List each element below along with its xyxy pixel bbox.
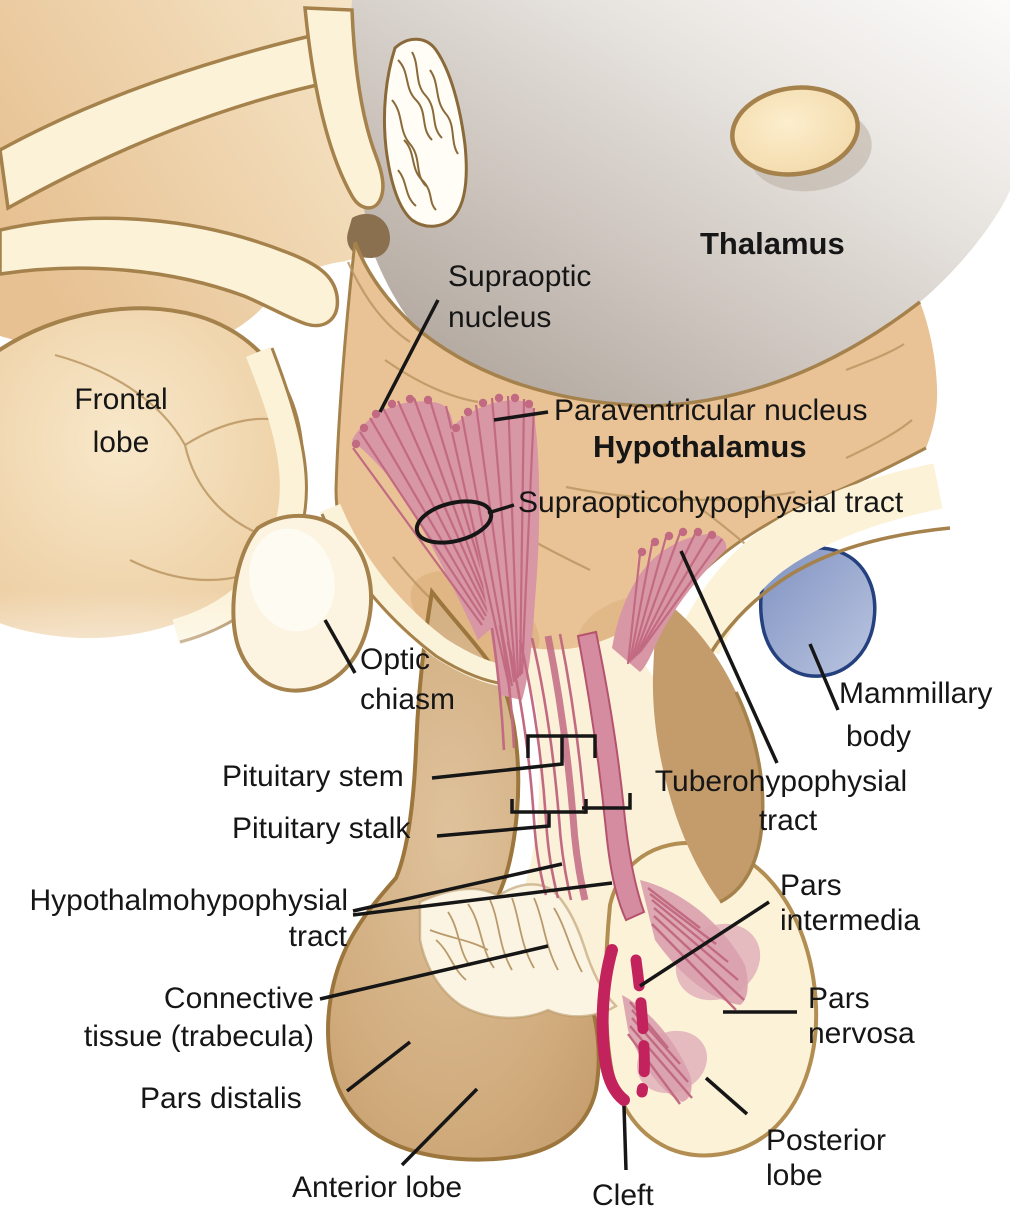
label-tuberohypophysial-1: Tuberohypophysial: [655, 765, 907, 798]
label-pars-nervosa-2: nervosa: [808, 1017, 915, 1050]
label-connective-tissue-2: tissue (trabecula): [84, 1020, 314, 1053]
label-pituitary-stem: Pituitary stem: [222, 760, 404, 793]
label-pars-intermedia-1: Pars: [780, 869, 842, 902]
label-pars-distalis: Pars distalis: [140, 1082, 302, 1115]
hypothalamic-band-strip: [677, 463, 951, 673]
fornix-column: [303, 6, 385, 210]
label-optic-chiasm-1: Optic: [360, 643, 430, 676]
stalk-right-wall: [652, 596, 765, 904]
label-connective-tissue-1: Connective: [164, 982, 314, 1015]
label-frontal-lobe-2: lobe: [93, 426, 150, 459]
optic-chiasm-shape: [231, 513, 374, 693]
connective-tissue-region: [418, 883, 619, 1020]
label-posterior-lobe-1: Posterior: [766, 1124, 886, 1157]
cingulate-band: [0, 216, 340, 328]
label-anterior-lobe: Anterior lobe: [292, 1171, 462, 1204]
label-mammillary-body-1: Mammillary: [839, 677, 992, 710]
label-pars-intermedia-2: intermedia: [780, 904, 920, 937]
cleft-shape: [596, 944, 650, 1106]
label-hypothalamus: Hypothalamus: [593, 429, 807, 464]
paraventricular-fibers: [450, 393, 540, 700]
label-thalamus: Thalamus: [700, 226, 845, 261]
label-posterior-lobe-2: lobe: [766, 1159, 823, 1192]
label-hypothalmohypophysial-1: Hypothalmohypophysial: [29, 884, 348, 917]
label-pituitary-stalk: Pituitary stalk: [232, 812, 411, 845]
tubero-bracket: [582, 793, 632, 810]
oval-structure: [730, 85, 872, 192]
label-mammillary-body-2: body: [846, 720, 911, 753]
labels: Thalamus Supraoptic nucleus Frontal lobe…: [29, 226, 992, 1210]
label-tuberohypophysial-2: tract: [759, 804, 818, 837]
tuberal-fibers: [612, 527, 727, 672]
label-supraoptic-nucleus-1: Supraoptic: [448, 260, 591, 293]
stem-bracket: [431, 734, 597, 780]
label-hypothalmohypophysial-2: tract: [289, 920, 348, 953]
label-supraoptic-nucleus-2: nucleus: [448, 301, 551, 334]
stalk-bracket: [436, 799, 588, 838]
label-cleft: Cleft: [592, 1179, 654, 1210]
label-optic-chiasm-2: chiasm: [360, 683, 455, 716]
label-frontal-lobe-1: Frontal: [74, 383, 167, 416]
label-paraventricular-nucleus: Paraventricular nucleus: [554, 394, 868, 427]
label-pars-nervosa-1: Pars: [808, 982, 870, 1015]
hypophysial-tract-fibers: [490, 624, 646, 922]
label-supraopticohypophysial-tract: Supraopticohypophysial tract: [518, 486, 904, 519]
annotations: [319, 299, 840, 1171]
choroid-plexus: [382, 37, 468, 228]
